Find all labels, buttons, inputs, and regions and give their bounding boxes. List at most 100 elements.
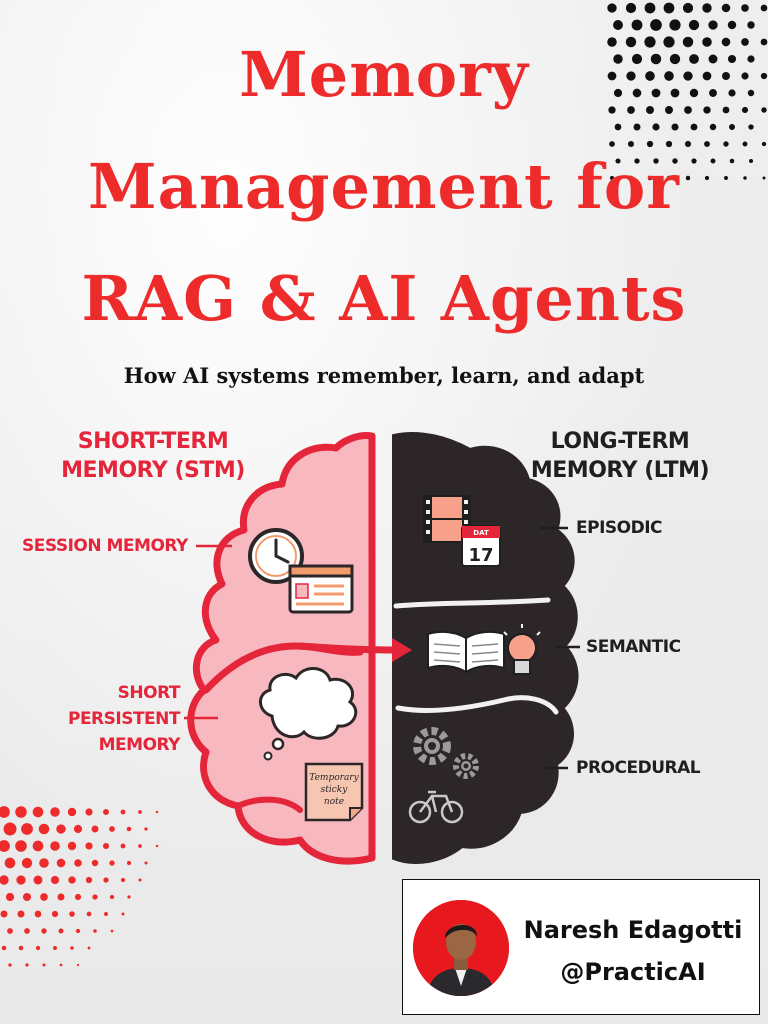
decor-dot bbox=[682, 36, 694, 48]
calendar-icon bbox=[461, 525, 501, 567]
decor-dot bbox=[670, 88, 680, 98]
decor-dot bbox=[15, 840, 27, 852]
decor-dot bbox=[41, 928, 47, 934]
decor-dot bbox=[127, 895, 131, 899]
decor-dot bbox=[93, 929, 97, 933]
title-line-1: Memory bbox=[239, 38, 529, 111]
decor-dot bbox=[16, 875, 26, 885]
decor-dot bbox=[21, 857, 33, 869]
decor-dot bbox=[702, 3, 712, 13]
decor-dot bbox=[728, 89, 736, 97]
persistent-line-1: SHORT bbox=[117, 683, 181, 703]
ltm-heading-line-2: MEMORY (LTM) bbox=[530, 458, 710, 483]
decor-dot bbox=[666, 175, 672, 181]
decor-dot bbox=[92, 894, 98, 900]
decor-dot bbox=[144, 861, 148, 865]
decor-dot bbox=[665, 140, 673, 148]
decor-dot bbox=[690, 123, 698, 131]
decor-dot bbox=[708, 20, 718, 30]
decor-dot bbox=[644, 2, 656, 14]
decor-dot bbox=[607, 71, 617, 81]
decor-dot bbox=[729, 124, 735, 130]
decor-dot bbox=[664, 71, 674, 81]
calendar-day: 17 bbox=[468, 545, 493, 566]
calendar-month: DAT bbox=[473, 529, 489, 537]
author-card: Naresh Edagotti @PracticAI bbox=[402, 879, 760, 1015]
decor-dot bbox=[87, 946, 91, 950]
decor-dot bbox=[1, 945, 7, 951]
decor-dot bbox=[0, 840, 10, 852]
decor-dot bbox=[710, 158, 716, 164]
decor-dot bbox=[760, 38, 768, 46]
decor-dot bbox=[0, 806, 10, 818]
decor-dot bbox=[632, 88, 642, 98]
decor-dot bbox=[67, 807, 77, 817]
decor-dot bbox=[75, 928, 81, 934]
decor-dot bbox=[627, 140, 635, 148]
decor-dot bbox=[126, 826, 132, 832]
short-persistent-memory-label: SHORT PERSISTENT MEMORY bbox=[60, 680, 181, 758]
transfer-arrow-head bbox=[392, 638, 412, 662]
decor-dot bbox=[57, 893, 65, 901]
decor-dot bbox=[722, 72, 730, 80]
decor-dot bbox=[138, 810, 142, 814]
stm-lower-fold bbox=[235, 796, 303, 813]
decor-dot bbox=[7, 928, 13, 934]
decor-dot bbox=[86, 911, 92, 917]
decor-dot bbox=[689, 88, 699, 98]
bicycle-icon bbox=[408, 790, 464, 824]
decor-dot bbox=[615, 158, 621, 164]
decor-dot bbox=[91, 825, 99, 833]
decor-dot bbox=[644, 36, 656, 48]
decor-dot bbox=[747, 55, 755, 63]
decor-dot bbox=[708, 54, 718, 64]
decor-dot bbox=[741, 38, 749, 46]
decor-dot bbox=[613, 88, 623, 98]
decor-dot bbox=[50, 807, 60, 817]
decor-dot bbox=[53, 946, 57, 950]
ltm-fold-2 bbox=[395, 695, 559, 715]
decor-dot bbox=[22, 892, 32, 902]
decor-dot bbox=[646, 140, 654, 148]
decor-dot bbox=[103, 877, 109, 883]
decor-dot bbox=[40, 893, 48, 901]
decor-dot bbox=[33, 875, 43, 885]
decor-dot bbox=[631, 19, 643, 31]
decor-dot bbox=[741, 106, 749, 114]
decor-dot bbox=[722, 106, 730, 114]
decor-dot bbox=[721, 3, 731, 13]
decor-dot bbox=[21, 823, 33, 835]
decor-dot bbox=[91, 859, 99, 867]
title-line-3: RAG & AI Agents bbox=[81, 262, 687, 335]
decor-dot bbox=[155, 810, 159, 814]
decor-dot bbox=[74, 893, 82, 901]
decor-dot bbox=[691, 158, 697, 164]
decor-dot bbox=[721, 37, 731, 47]
decor-dot bbox=[109, 826, 115, 832]
decor-dot bbox=[625, 36, 637, 48]
decor-dot bbox=[85, 842, 93, 850]
session-memory-label: SESSION MEMORY bbox=[22, 536, 188, 556]
decor-dot bbox=[683, 71, 693, 81]
ltm-heading-line-1: LONG-TERM bbox=[550, 429, 690, 454]
open-book-icon bbox=[427, 630, 505, 674]
decor-dot bbox=[665, 106, 673, 114]
decor-dot bbox=[607, 3, 617, 13]
stm-heading-line-1: SHORT-TERM bbox=[77, 429, 229, 454]
decor-dot bbox=[727, 54, 737, 64]
decor-dot bbox=[653, 158, 659, 164]
dot-pattern-top-right bbox=[607, 2, 768, 181]
decor-dot bbox=[747, 89, 755, 97]
decor-dot bbox=[34, 910, 42, 918]
author-name: Naresh Edagotti bbox=[523, 916, 743, 944]
decor-dot bbox=[121, 912, 125, 916]
decor-dot bbox=[672, 158, 678, 164]
dot-pattern-bottom-left bbox=[0, 806, 159, 967]
decor-dot bbox=[0, 875, 9, 885]
decor-dot bbox=[646, 106, 654, 114]
stm-heading-line-2: MEMORY (STM) bbox=[61, 458, 245, 483]
decor-dot bbox=[138, 844, 142, 848]
decor-dot bbox=[685, 175, 691, 181]
episodic-label: EPISODIC bbox=[576, 518, 663, 538]
